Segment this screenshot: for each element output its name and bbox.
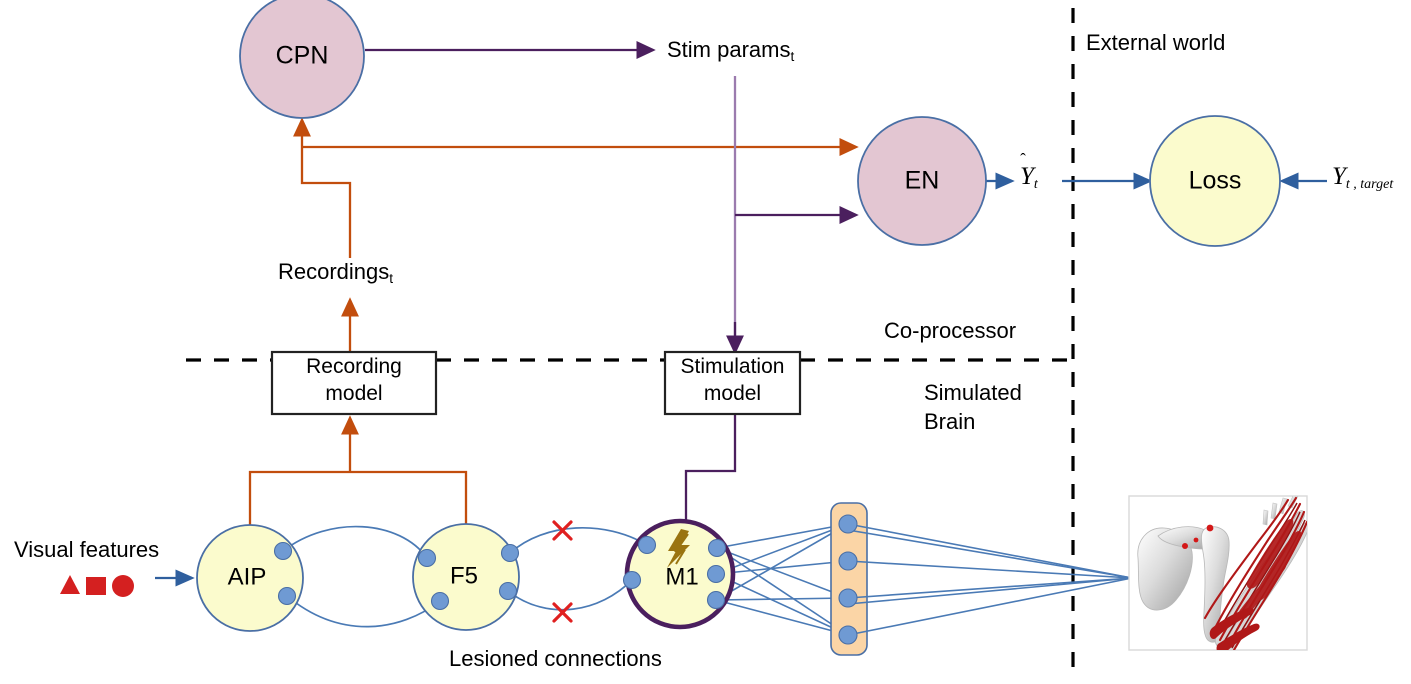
recording-model-line1: Recording (306, 355, 402, 378)
y-target-subscript: t , target (1345, 176, 1394, 192)
stimulation-model-line2: model (703, 381, 762, 405)
lightning-bolt-icon (667, 529, 690, 568)
node-loss-label: Loss (1189, 167, 1242, 195)
label-recording-model: Recording model (272, 354, 436, 407)
simulated-brain-line2: Brain (924, 409, 976, 435)
node-en-label: EN (905, 167, 940, 195)
y-hat-text: Y (1020, 163, 1034, 190)
label-simulated-brain: Simulated Brain (924, 378, 1022, 437)
stim-params-text: Stim params (667, 37, 791, 62)
node-en[interactable]: EN (857, 116, 987, 246)
node-aip[interactable]: AIP (196, 524, 304, 632)
recordings-text: Recordings (278, 259, 390, 284)
arm-model-image (1128, 495, 1308, 651)
stim-model-to-m1 (684, 414, 737, 528)
label-y-hat: ̂Yt (1020, 163, 1038, 193)
recording-model-line2: model (325, 381, 383, 405)
stim-params-subscript: t (790, 48, 795, 64)
box-stimulation-model[interactable] (663, 350, 802, 416)
label-coprocessor: Co-processor (884, 318, 1017, 343)
stimulation-model-line1: Stimulation (680, 355, 785, 378)
label-visual-features: Visual features (14, 537, 160, 562)
shape-circle-icon (112, 575, 134, 597)
node-m1-label: M1 (665, 563, 698, 590)
node-f5-label: F5 (450, 562, 478, 589)
shape-triangle-icon (60, 575, 80, 594)
label-lesioned-connections: Lesioned connections (449, 646, 662, 671)
y-hat-subscript: t (1033, 176, 1038, 192)
y-target-text: Y (1332, 163, 1346, 190)
m1-to-output-connections (715, 523, 849, 636)
shape-square-icon (86, 577, 106, 595)
label-external-world: External world (1086, 30, 1226, 55)
node-f5[interactable]: F5 (412, 523, 520, 631)
label-y-target: Yt , target (1332, 163, 1393, 193)
output-to-arm-connections (847, 523, 1133, 636)
node-cpn-label: CPN (276, 42, 329, 70)
neuron-dots (273, 514, 858, 645)
recordings-subscript: t (389, 270, 394, 286)
label-stimulation-model: Stimulation model (663, 354, 802, 407)
node-aip-label: AIP (228, 563, 267, 590)
box-recording-model[interactable] (270, 350, 438, 416)
node-cpn[interactable]: CPN (239, 0, 365, 119)
label-recordings: Recordingst (278, 259, 393, 286)
label-stim-params: Stim paramst (667, 37, 794, 64)
node-loss[interactable]: Loss (1149, 115, 1281, 247)
recording-pathway (248, 117, 859, 526)
brain-connections (282, 525, 648, 628)
simulated-brain-line1: Simulated (924, 380, 1022, 405)
lesion-mark-bottom (552, 602, 573, 623)
lesion-mark-top (552, 520, 573, 541)
output-layer-box (830, 502, 868, 656)
